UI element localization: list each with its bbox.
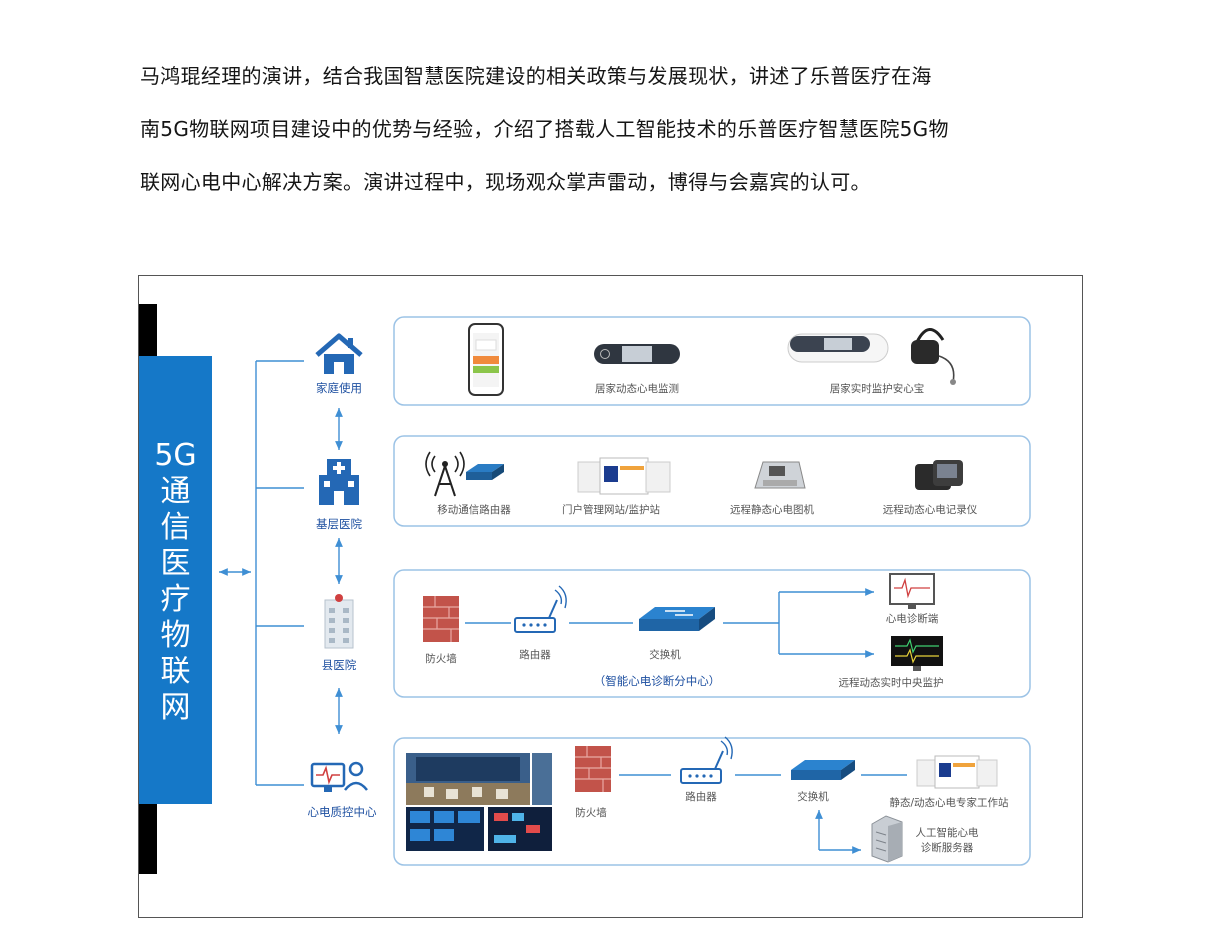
router-box-icon — [466, 464, 504, 480]
ai-server-label-line1: 人工智能心电 — [916, 826, 979, 839]
scan-edge-bottom — [139, 804, 157, 874]
center-flow — [619, 774, 907, 854]
server-icon — [871, 815, 903, 863]
item-center-4: 静态/动态心电专家工作站 — [889, 796, 1009, 809]
level-label-center: 心电质控中心 — [308, 805, 377, 819]
wifi-router-icon — [680, 736, 733, 784]
panel-center — [393, 737, 1031, 866]
item-center-3: 交换机 — [797, 790, 829, 803]
county-subcenter-label: （智能心电诊断分中心） — [594, 674, 721, 688]
county-flow — [465, 588, 874, 658]
level-label-county: 县医院 — [322, 658, 357, 672]
building-icon — [324, 594, 354, 649]
switch-icon — [791, 760, 855, 780]
panel-county — [393, 569, 1031, 698]
article-paragraph: 马鸿琨经理的演讲，结合我国智慧医院建设的相关政策与发展现状，讲述了乐普医疗在海 … — [140, 50, 1100, 209]
house-icon — [315, 333, 363, 374]
ai-server-label-line2: 诊断服务器 — [921, 841, 974, 854]
tree-connector — [219, 360, 343, 786]
control-room-photo — [406, 753, 552, 851]
item-county-5: 远程动态实时中央监护 — [839, 676, 944, 689]
level-label-grassroots: 基层医院 — [316, 517, 362, 531]
item-home-2: 居家实时监护安心宝 — [830, 382, 925, 395]
ecg-machine-icon — [754, 461, 806, 489]
item-county-1: 防火墙 — [425, 652, 457, 665]
banner-char: 物 — [160, 618, 191, 653]
item-home-1: 居家动态心电监测 — [595, 382, 679, 395]
switch-icon — [639, 607, 715, 631]
phone-icon — [468, 323, 504, 396]
antenna-icon — [425, 451, 465, 497]
5g-banner: 5G 通 信 医 疗 物 联 网 — [139, 356, 212, 804]
ecg-patch-icon — [594, 344, 680, 364]
diagram-figure: 家庭使用 基层医院 县医院 — [138, 275, 1083, 918]
banner-char: 网 — [160, 690, 191, 725]
holter-recorder-icon — [915, 460, 963, 490]
network-diagram: 家庭使用 基层医院 县医院 — [219, 316, 1031, 866]
item-center-1: 防火墙 — [575, 806, 607, 819]
item-county-4: 心电诊断端 — [886, 612, 939, 625]
wifi-router-icon — [514, 585, 567, 633]
article-line: 南5G物联网项目建设中的优势与经验，介绍了搭载人工智能技术的乐普医疗智慧医院5G… — [140, 117, 949, 141]
item-grassroots-3: 远程静态心电图机 — [730, 503, 814, 516]
firewall-icon — [423, 596, 459, 642]
banner-char: 联 — [160, 654, 191, 689]
workstation-screens-icon — [577, 457, 671, 495]
hospital-icon — [319, 459, 359, 505]
monitor-doctor-icon — [310, 761, 368, 792]
banner-char: 医 — [160, 546, 191, 581]
wearable-recorder-icon — [911, 328, 956, 385]
panel-grassroots — [393, 435, 1031, 527]
firewall-icon — [575, 746, 611, 792]
banner-char: 信 — [160, 510, 191, 545]
diagnosis-monitor-icon — [889, 573, 935, 609]
banner-char: 5G — [154, 438, 197, 473]
item-grassroots-4: 远程动态心电记录仪 — [883, 503, 978, 516]
item-center-2: 路由器 — [685, 790, 717, 803]
item-grassroots-1: 移动通信路由器 — [437, 503, 511, 516]
level-label-home: 家庭使用 — [316, 381, 362, 395]
item-grassroots-2: 门户管理网站/监护站 — [562, 503, 661, 516]
monitor-patch-icon — [787, 333, 889, 363]
item-county-3: 交换机 — [649, 648, 681, 661]
article-line: 马鸿琨经理的演讲，结合我国智慧医院建设的相关政策与发展现状，讲述了乐普医疗在海 — [140, 64, 932, 88]
central-monitor-icon — [891, 636, 943, 671]
banner-char: 通 — [160, 474, 191, 509]
item-county-2: 路由器 — [519, 648, 551, 661]
scan-edge-top — [139, 304, 157, 356]
banner-char: 疗 — [160, 582, 191, 617]
article-line: 联网心电中心解决方案。演讲过程中，现场观众掌声雷动，博得与会嘉宾的认可。 — [140, 170, 871, 194]
workstation-screens-icon — [916, 755, 998, 789]
